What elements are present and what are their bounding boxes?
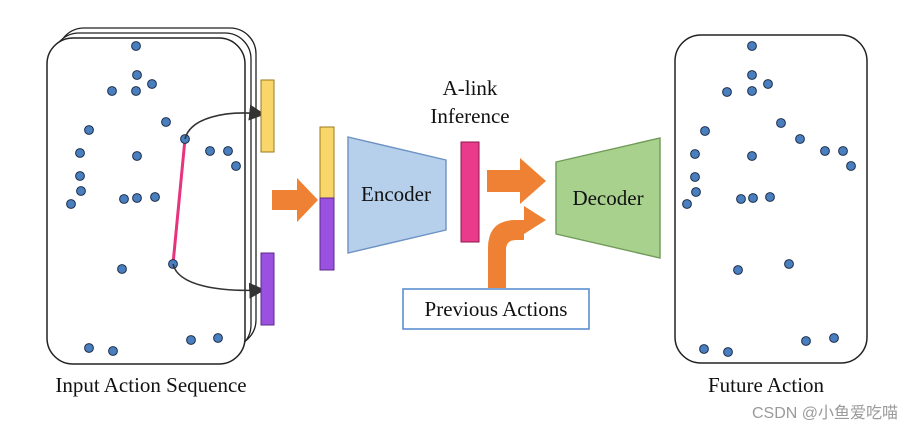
future-joint-2 — [747, 70, 757, 80]
future-joint-15 — [682, 199, 692, 209]
future-skeleton-joints — [682, 41, 856, 357]
combined-feature-yellow — [319, 126, 335, 199]
encoder-block — [347, 136, 447, 254]
input-joint-5 — [147, 79, 157, 89]
future-joint-23 — [723, 347, 733, 357]
orange-curved-arrow-icon — [488, 206, 546, 288]
input-joint-15 — [66, 199, 76, 209]
input-joint-10 — [205, 146, 215, 156]
input-joint-1 — [131, 41, 141, 51]
curved-arrow-icon-lower — [172, 263, 266, 299]
decoder-label: Decoder — [572, 186, 643, 210]
future-joint-20 — [784, 259, 794, 269]
future-joint-6 — [776, 118, 786, 128]
future-joint-24 — [801, 336, 811, 346]
input-joint-7 — [84, 125, 94, 135]
input-joint-18 — [150, 192, 160, 202]
previous-actions-label: Previous Actions — [425, 297, 568, 321]
input-joint-14 — [76, 186, 86, 196]
input-joint-4 — [131, 86, 141, 96]
input-joint-2 — [132, 70, 142, 80]
future-joint-14 — [691, 187, 701, 197]
future-action-label: Future Action — [708, 373, 825, 397]
future-joint-13 — [690, 172, 700, 182]
decoder-block — [555, 137, 661, 259]
orange-arrow-icon-decoder — [487, 158, 546, 204]
alink-label-line2: Inference — [430, 104, 509, 128]
future-joint-22 — [699, 344, 709, 354]
future-joint-1 — [747, 41, 757, 51]
previous-actions-box — [402, 288, 590, 330]
input-joint-25 — [213, 333, 223, 343]
encoder-label: Encoder — [361, 182, 431, 206]
alink-label-line1: A-link — [443, 76, 498, 100]
future-joint-10 — [820, 146, 830, 156]
future-joint-5 — [763, 79, 773, 89]
input-joint-3 — [107, 86, 117, 96]
input-joint-12 — [231, 161, 241, 171]
curved-arrow-icon-upper — [184, 104, 266, 140]
input-sequence-stack — [46, 27, 257, 365]
future-joint-18 — [765, 192, 775, 202]
future-joint-8 — [690, 149, 700, 159]
combined-feature-purple — [319, 197, 335, 271]
future-joint-7 — [700, 126, 710, 136]
future-joint-3 — [722, 87, 732, 97]
input-joint-8 — [75, 148, 85, 158]
future-joint-11 — [838, 146, 848, 156]
input-joint-9 — [132, 151, 142, 161]
input-joint-16 — [119, 194, 129, 204]
input-joint-6 — [161, 117, 171, 127]
future-joint-25 — [829, 333, 839, 343]
input-frame-front — [46, 37, 246, 365]
input-skeleton-joints — [66, 41, 241, 356]
input-sequence-label: Input Action Sequence — [55, 373, 246, 397]
future-joint-16 — [736, 194, 746, 204]
input-joint-22 — [84, 343, 94, 353]
future-joint-19 — [795, 134, 805, 144]
input-joint-13 — [75, 171, 85, 181]
future-joint-17 — [748, 193, 758, 203]
input-joint-17 — [132, 193, 142, 203]
future-joint-21 — [733, 265, 743, 275]
future-joint-4 — [747, 86, 757, 96]
orange-arrow-icon-input — [272, 178, 318, 222]
input-joint-24 — [186, 335, 196, 345]
watermark-text: CSDN @小鱼爱吃喵 — [752, 404, 898, 422]
future-joint-12 — [846, 161, 856, 171]
alink-feature-bar — [460, 141, 480, 243]
feature-bar-yellow — [260, 79, 275, 153]
input-joint-11 — [223, 146, 233, 156]
future-joint-9 — [747, 151, 757, 161]
action-link-line — [171, 138, 187, 265]
input-joint-23 — [108, 346, 118, 356]
input-joint-21 — [117, 264, 127, 274]
feature-bar-purple — [260, 252, 275, 326]
